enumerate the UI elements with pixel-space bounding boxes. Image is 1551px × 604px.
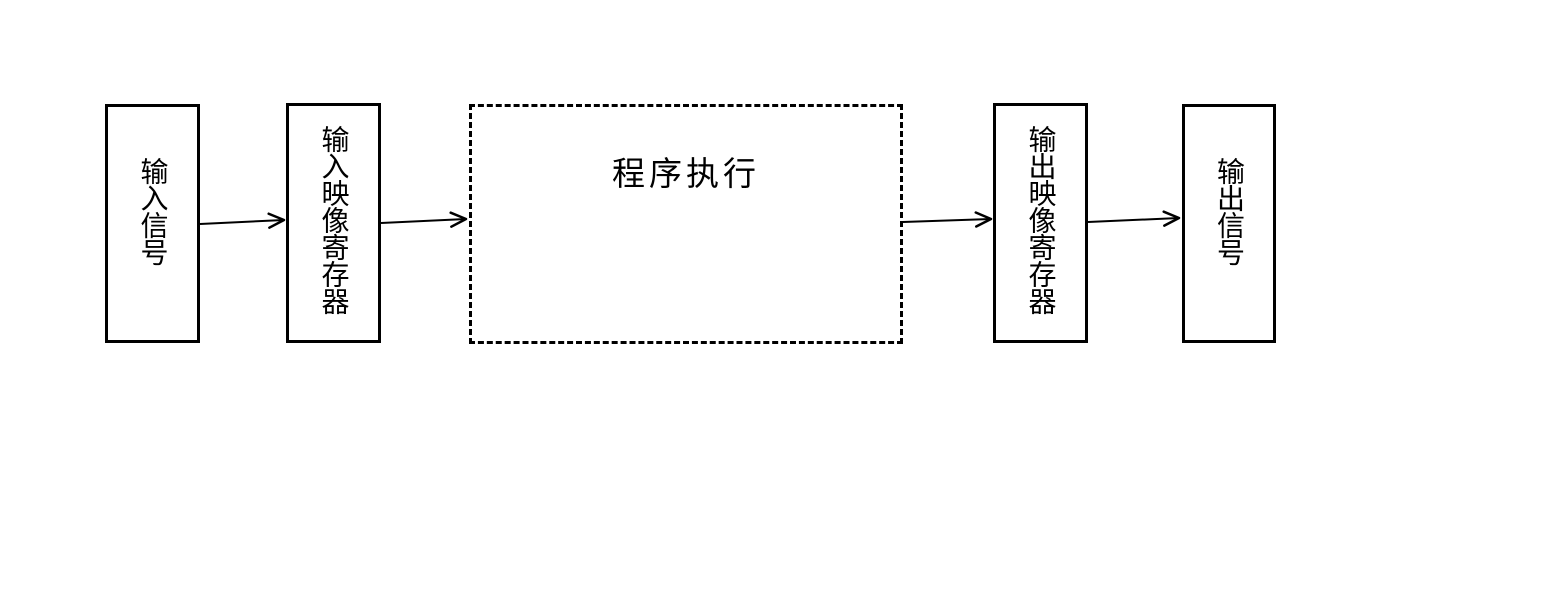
- node-output-image-register-label: 输出映像寄存器: [1025, 124, 1057, 314]
- node-output-signal: 输出信号: [1182, 104, 1276, 343]
- node-input-signal: 输入信号: [105, 104, 200, 343]
- node-input-signal-label: 输入信号: [137, 156, 169, 265]
- node-output-signal-label: 输出信号: [1214, 156, 1245, 265]
- arrow-program-execution-to-output-register: [902, 211, 993, 228]
- node-input-image-register-label: 输入映像寄存器: [318, 124, 350, 314]
- node-program-execution-label: 程序执行: [612, 155, 760, 192]
- node-input-image-register: 输入映像寄存器: [286, 103, 381, 343]
- arrow-input-register-to-program-execution: [380, 211, 468, 228]
- arrow-output-register-to-output-signal: [1087, 210, 1181, 227]
- arrow-input-signal-to-input-register: [199, 212, 286, 229]
- node-program-execution: 程序执行: [469, 104, 903, 344]
- node-output-image-register: 输出映像寄存器: [993, 103, 1088, 343]
